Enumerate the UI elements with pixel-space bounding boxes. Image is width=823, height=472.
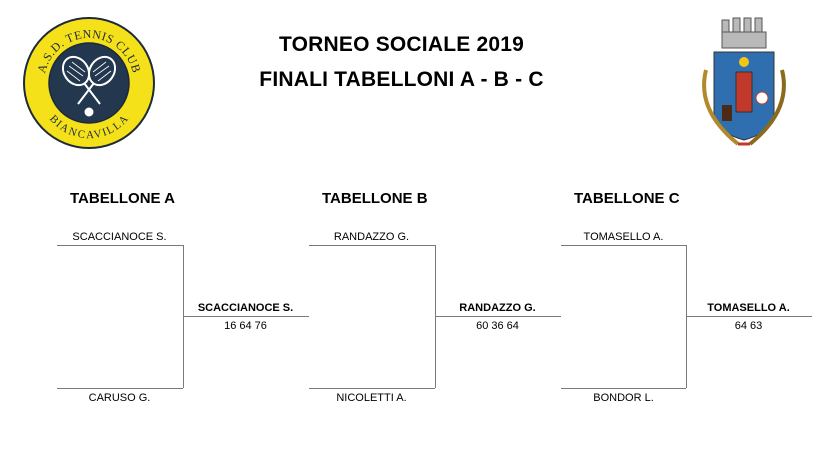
bracket-line [435, 316, 561, 317]
bracket-line [57, 388, 183, 389]
player-bottom: NICOLETTI A. [336, 392, 407, 404]
winner-name: TOMASELLO A. [707, 302, 790, 314]
bracket-title: TABELLONE C [574, 190, 680, 207]
bracket-title: TABELLONE A [70, 190, 175, 207]
bracket-line [561, 245, 686, 246]
player-bottom: CARUSO G. [88, 392, 151, 404]
player-top: SCACCIANOCE S. [72, 231, 167, 243]
page-subtitle: FINALI TABELLONI A - B - C [259, 68, 544, 91]
bracket-title: TABELLONE B [322, 190, 428, 207]
bracket-line [309, 245, 435, 246]
club-logo: A.S.D. TENNIS CLUB BIANCAVILLA [23, 17, 155, 149]
bracket-line [561, 388, 686, 389]
match-score: 60 36 64 [476, 320, 519, 332]
bracket-line [57, 245, 183, 246]
bracket-line [309, 388, 435, 389]
winner-name: SCACCIANOCE S. [197, 302, 294, 314]
bracket-line [183, 316, 309, 317]
match-score: 16 64 76 [224, 320, 267, 332]
player-top: TOMASELLO A. [583, 231, 664, 243]
bracket-line [686, 316, 812, 317]
tennis-rackets-icon [61, 55, 117, 117]
match-score: 64 63 [734, 320, 763, 332]
winner-name: RANDAZZO G. [459, 302, 536, 314]
page-title: TORNEO SOCIALE 2019 [279, 33, 524, 56]
player-bottom: BONDOR L. [593, 392, 654, 404]
town-coat-of-arms-icon [702, 17, 786, 146]
player-top: RANDAZZO G. [333, 231, 410, 243]
